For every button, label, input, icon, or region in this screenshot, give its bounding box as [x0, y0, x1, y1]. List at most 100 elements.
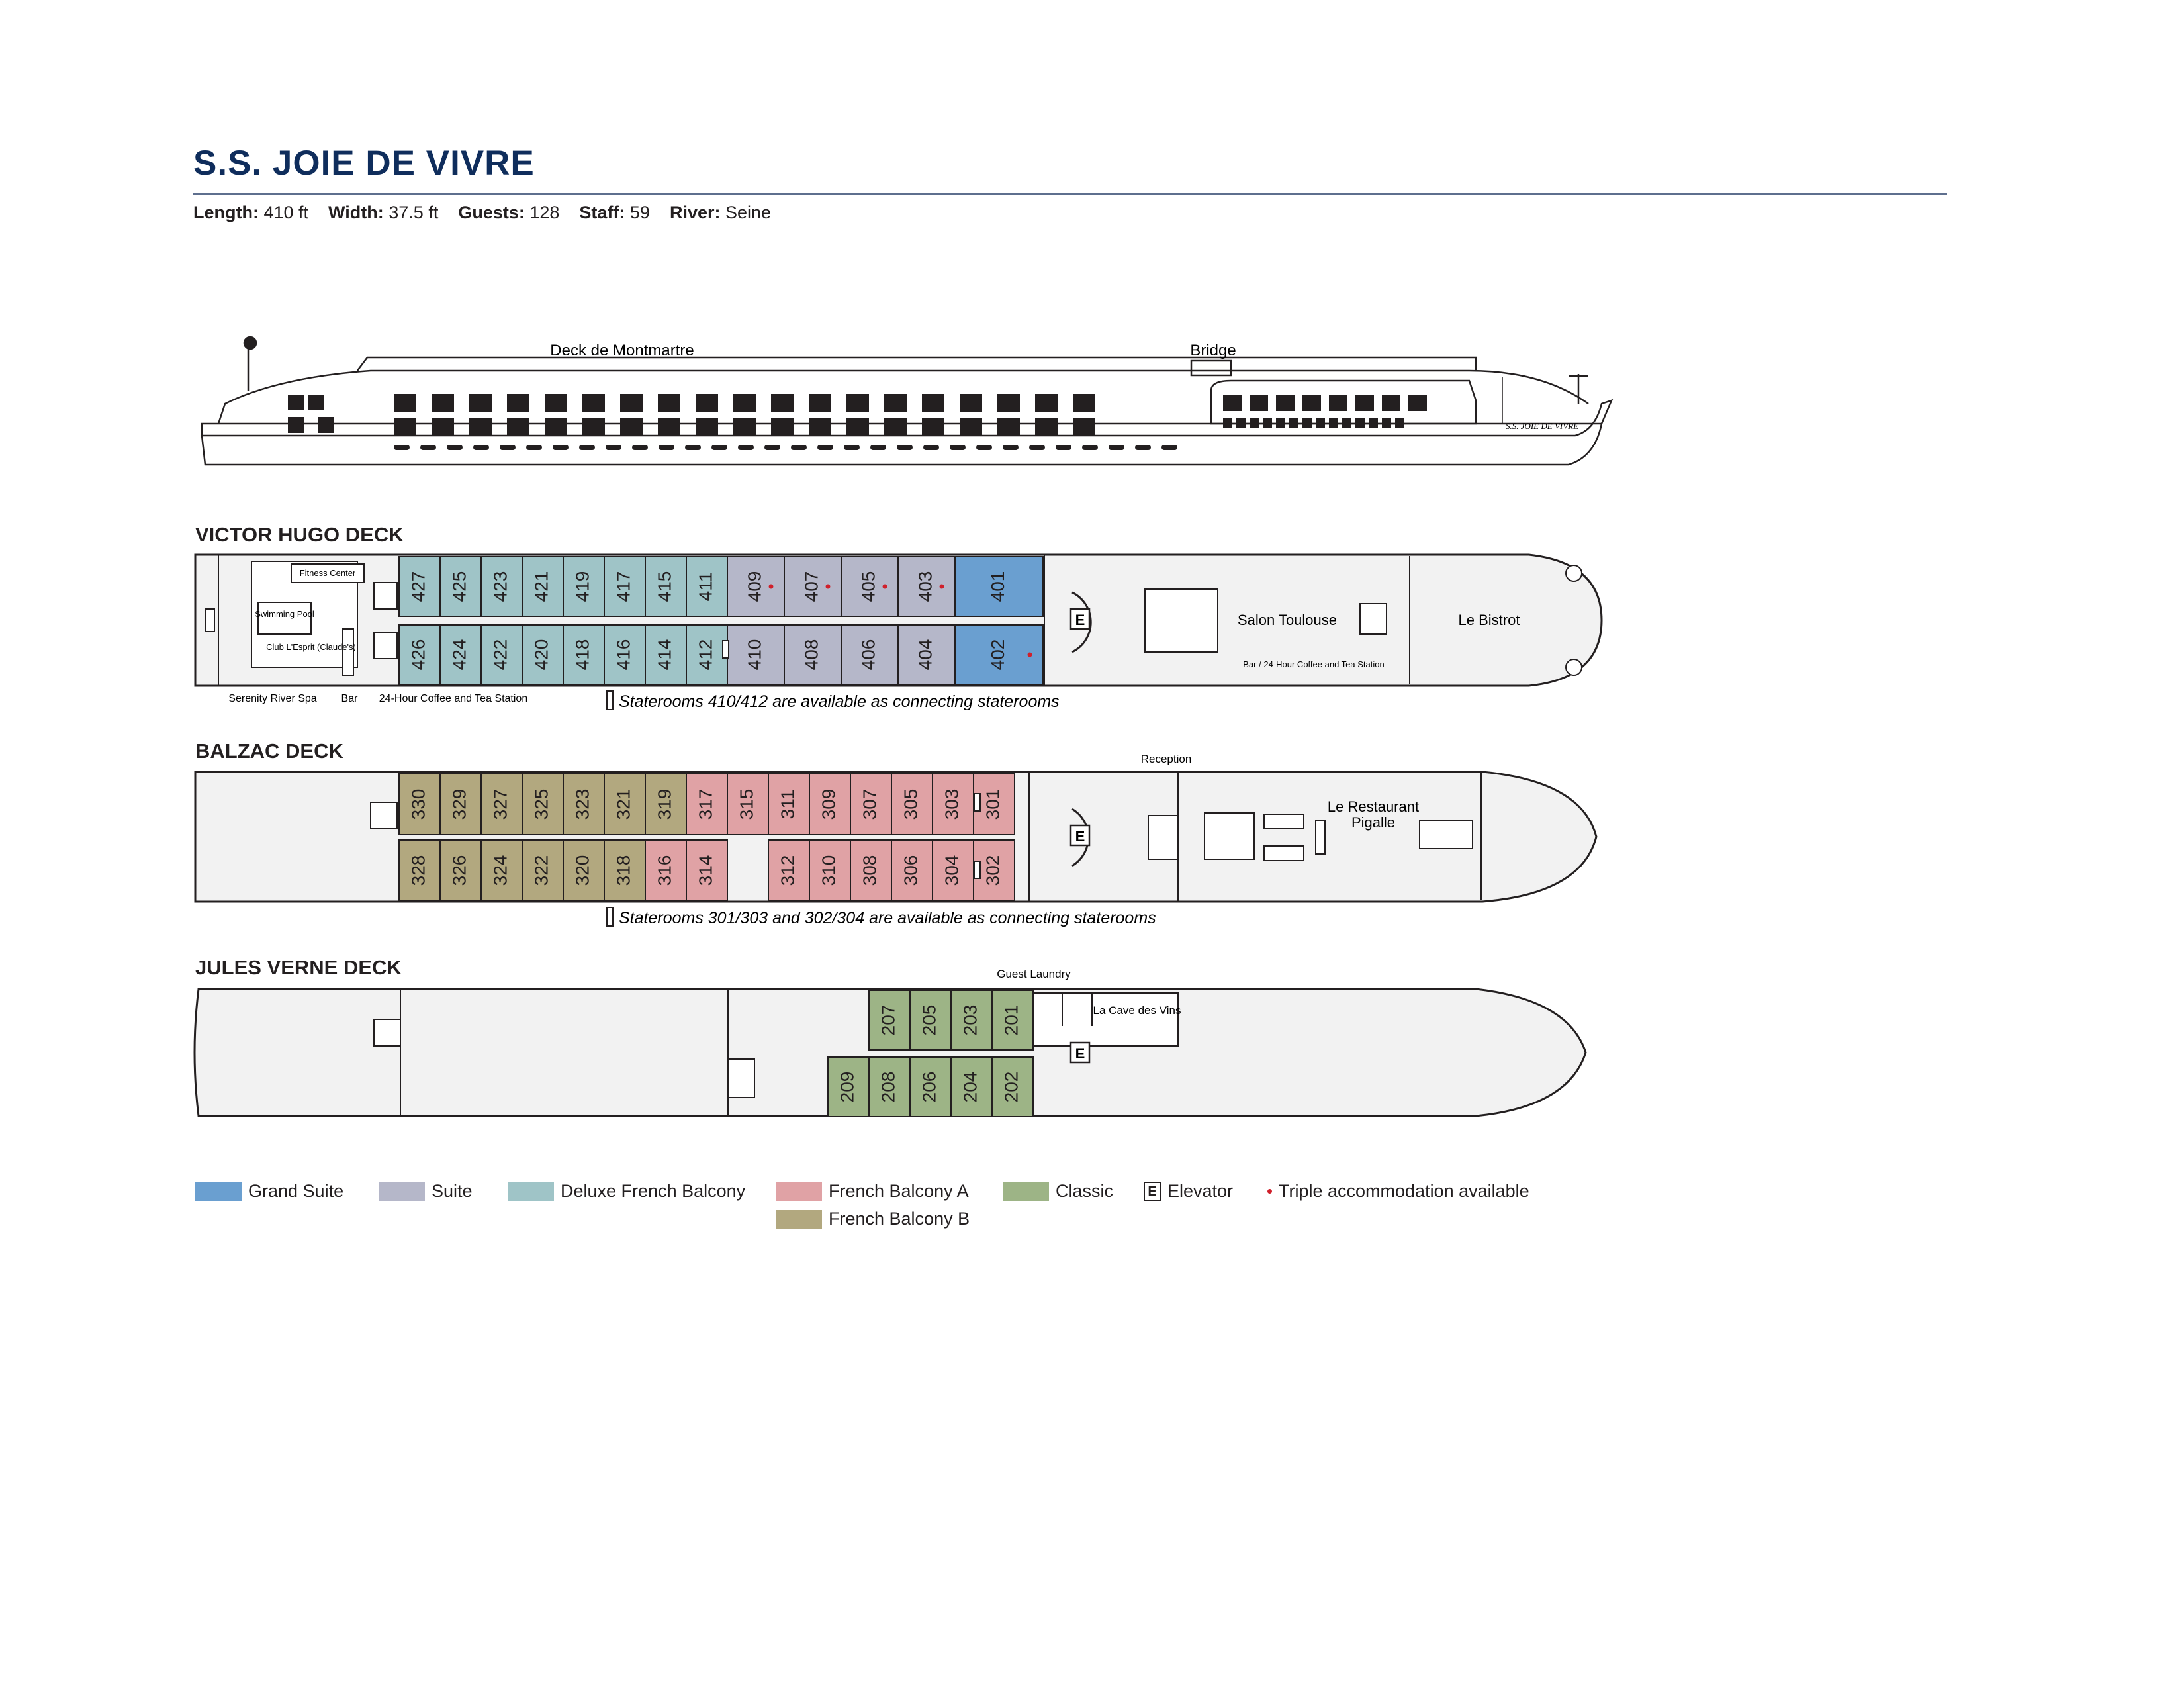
stateroom-number: 306	[900, 855, 921, 886]
stateroom-311[interactable]: 311	[768, 773, 810, 835]
stateroom-208[interactable]: 208	[868, 1056, 911, 1117]
stateroom-number: 312	[777, 855, 797, 886]
stateroom-424[interactable]: 424	[439, 624, 482, 685]
stateroom-320[interactable]: 320	[563, 839, 605, 902]
stateroom-201[interactable]: 201	[991, 990, 1034, 1051]
stateroom-319[interactable]: 319	[645, 773, 687, 835]
stateroom-425[interactable]: 425	[439, 556, 482, 617]
porthole-mark	[1056, 445, 1071, 450]
stateroom-314[interactable]: 314	[686, 839, 728, 902]
stateroom-box	[868, 990, 911, 1051]
stateroom-315[interactable]: 315	[727, 773, 769, 835]
stateroom-308[interactable]: 308	[850, 839, 892, 902]
window-mark	[288, 395, 304, 410]
porthole-mark	[897, 445, 913, 450]
stateroom-309[interactable]: 309	[809, 773, 851, 835]
window-mark	[288, 417, 304, 433]
stateroom-325[interactable]: 325	[522, 773, 564, 835]
legend-swatch	[776, 1209, 822, 1229]
stateroom-408[interactable]: 408	[784, 624, 842, 685]
stateroom-412[interactable]: 412	[686, 624, 728, 685]
stateroom-204[interactable]: 204	[950, 1056, 993, 1117]
stateroom-415[interactable]: 415	[645, 556, 687, 617]
window-mark	[997, 394, 1020, 412]
stateroom-419[interactable]: 419	[563, 556, 605, 617]
porthole-mark	[711, 445, 727, 450]
stateroom-329[interactable]: 329	[439, 773, 482, 835]
stateroom-402[interactable]: 402	[954, 624, 1044, 685]
stateroom-316[interactable]: 316	[645, 839, 687, 902]
triple-dot-icon	[882, 584, 887, 589]
stateroom-404[interactable]: 404	[897, 624, 956, 685]
stateroom-303[interactable]: 303	[932, 773, 974, 835]
stateroom-426[interactable]: 426	[398, 624, 441, 685]
stateroom-number: 208	[878, 1072, 898, 1103]
stateroom-406[interactable]: 406	[841, 624, 899, 685]
stateroom-322[interactable]: 322	[522, 839, 564, 902]
legend-label: French Balcony A	[829, 1181, 969, 1201]
stateroom-310[interactable]: 310	[809, 839, 851, 902]
window-mark	[960, 394, 982, 412]
stateroom-number: 415	[654, 571, 674, 602]
stateroom-206[interactable]: 206	[909, 1056, 952, 1117]
window-mark	[545, 418, 567, 436]
stateroom-box	[686, 773, 728, 835]
stateroom-422[interactable]: 422	[480, 624, 523, 685]
stateroom-411[interactable]: 411	[686, 556, 728, 617]
window-mark	[1073, 418, 1095, 436]
stateroom-box	[604, 773, 646, 835]
stateroom-205[interactable]: 205	[909, 990, 952, 1051]
stateroom-410[interactable]: 410	[727, 624, 785, 685]
stateroom-312[interactable]: 312	[768, 839, 810, 902]
stateroom-306[interactable]: 306	[891, 839, 933, 902]
window-mark	[1329, 418, 1338, 428]
stateroom-number: 303	[941, 789, 962, 820]
stateroom-418[interactable]: 418	[563, 624, 605, 685]
stateroom-207[interactable]: 207	[868, 990, 911, 1051]
porthole-mark	[553, 445, 569, 450]
stateroom-209[interactable]: 209	[827, 1056, 870, 1117]
stateroom-327[interactable]: 327	[480, 773, 523, 835]
window-mark	[1355, 418, 1365, 428]
stateroom-203[interactable]: 203	[950, 990, 993, 1051]
stateroom-414[interactable]: 414	[645, 624, 687, 685]
porthole-mark	[976, 445, 992, 450]
stateroom-304[interactable]: 304	[932, 839, 974, 902]
window-mark	[809, 394, 831, 412]
stateroom-427[interactable]: 427	[398, 556, 441, 617]
window-mark	[308, 395, 324, 410]
stateroom-420[interactable]: 420	[522, 624, 564, 685]
stateroom-box	[563, 839, 605, 902]
stateroom-326[interactable]: 326	[439, 839, 482, 902]
porthole-mark	[473, 445, 489, 450]
stateroom-323[interactable]: 323	[563, 773, 605, 835]
stateroom-421[interactable]: 421	[522, 556, 564, 617]
stateroom-401[interactable]: 401	[954, 556, 1044, 617]
spec-value: Seine	[725, 203, 772, 222]
club-lesprit-label: Club L'Esprit (Claude's)	[266, 642, 356, 652]
stateroom-305[interactable]: 305	[891, 773, 933, 835]
stateroom-318[interactable]: 318	[604, 839, 646, 902]
victor-hugo-elevator-icon: E	[1075, 612, 1085, 628]
stateroom-box	[604, 624, 646, 685]
stateroom-409[interactable]: 409	[727, 556, 785, 617]
stateroom-328[interactable]: 328	[398, 839, 441, 902]
le-bistrot-label: Le Bistrot	[1459, 612, 1520, 628]
stateroom-417[interactable]: 417	[604, 556, 646, 617]
stateroom-403[interactable]: 403	[897, 556, 956, 617]
stateroom-423[interactable]: 423	[480, 556, 523, 617]
stateroom-317[interactable]: 317	[686, 773, 728, 835]
stateroom-321[interactable]: 321	[604, 773, 646, 835]
stateroom-307[interactable]: 307	[850, 773, 892, 835]
stateroom-330[interactable]: 330	[398, 773, 441, 835]
stateroom-number: 418	[572, 639, 592, 671]
legend-fbb: French Balcony B	[776, 1209, 970, 1229]
stateroom-324[interactable]: 324	[480, 839, 523, 902]
stateroom-box	[439, 773, 482, 835]
stateroom-202[interactable]: 202	[991, 1056, 1034, 1117]
stateroom-407[interactable]: 407	[784, 556, 842, 617]
stateroom-405[interactable]: 405	[841, 556, 899, 617]
window-mark	[733, 394, 756, 412]
stateroom-416[interactable]: 416	[604, 624, 646, 685]
